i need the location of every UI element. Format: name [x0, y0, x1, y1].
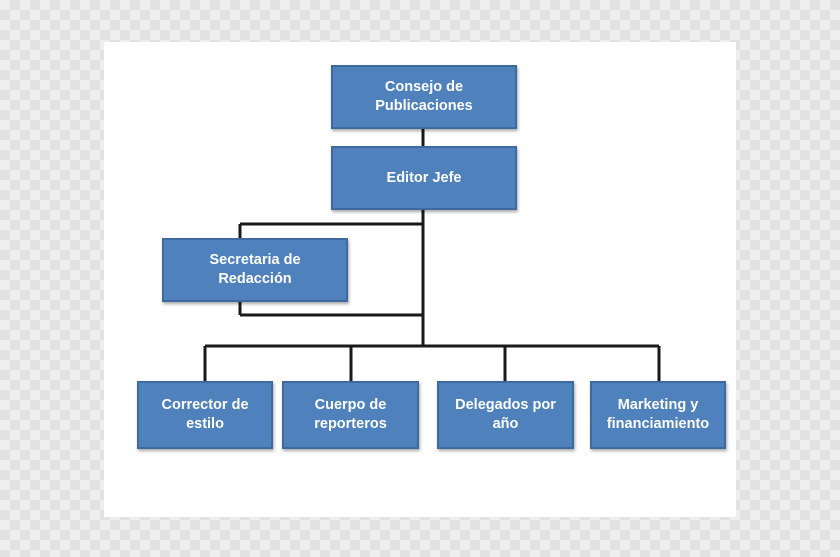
box-delegados-ano: Delegados por año	[437, 381, 574, 449]
box-editor-jefe: Editor Jefe	[331, 146, 517, 210]
box-consejo-publicaciones: Consejo de Publicaciones	[331, 65, 517, 129]
box-marketing-financiamiento: Marketing y financiamiento	[590, 381, 726, 449]
box-secretaria-redaccion: Secretaria de Redacción	[162, 238, 348, 302]
box-corrector-estilo: Corrector de estilo	[137, 381, 273, 449]
box-cuerpo-reporteros: Cuerpo de reporteros	[282, 381, 419, 449]
